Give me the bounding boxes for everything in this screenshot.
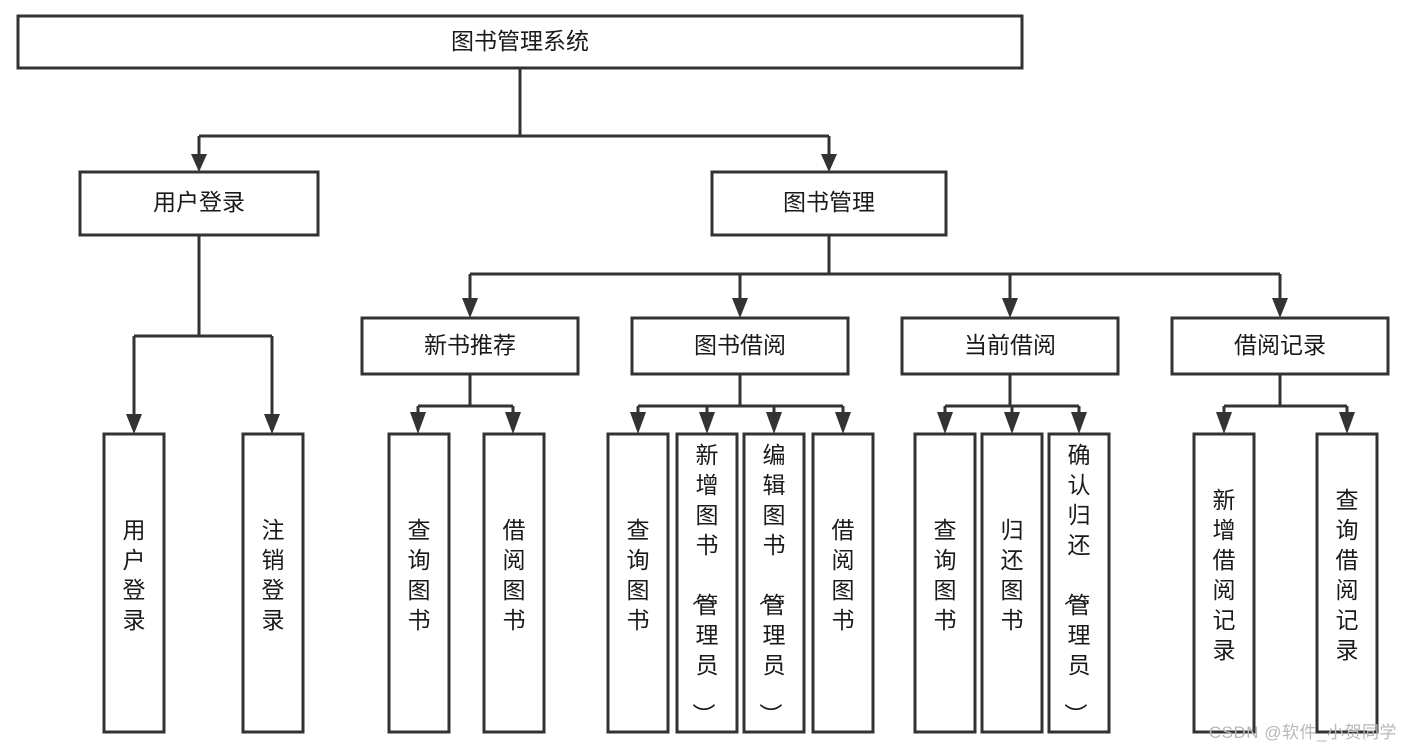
node-book-manage-label: 图书管理 [783, 189, 875, 215]
arrow-current-borrow-leaf-1 [937, 412, 953, 434]
node-leaf-borrow-book-2-box[interactable] [811, 432, 875, 734]
node-leaf-add-book-box[interactable] [675, 432, 739, 734]
node-leaf-query-record-box[interactable] [1315, 432, 1379, 734]
node-leaf-user-login-label: 用户登录 [123, 517, 146, 633]
node-leaf-edit-book-label: 编辑图书（管理员） [758, 442, 786, 726]
node-leaf-user-login-box[interactable] [102, 432, 166, 734]
node-leaf-edit-book[interactable]: 编辑图书（管理员） [742, 432, 806, 734]
arrow-current-borrow-leaf-2 [1004, 412, 1020, 434]
arrow-borrow-record-leaf-2 [1339, 412, 1355, 434]
node-book-manage[interactable]: 图书管理 [710, 170, 948, 237]
arrow-to-new-book-recommend [462, 298, 478, 318]
node-leaf-add-book[interactable]: 新增图书（管理员） [675, 432, 739, 734]
node-current-borrow[interactable]: 当前借阅 [900, 316, 1120, 376]
node-root[interactable]: 图书管理系统 [16, 14, 1024, 70]
node-leaf-logout-login-label: 注销登录 [262, 517, 285, 633]
arrow-root-to-user-login [191, 154, 207, 172]
node-new-book-recommend[interactable]: 新书推荐 [360, 316, 580, 376]
arrow-borrow-record-leaf-1 [1216, 412, 1232, 434]
node-borrow-record-box[interactable] [1170, 316, 1390, 376]
node-leaf-query-record[interactable]: 查询借阅记录 [1315, 432, 1379, 734]
node-root-box[interactable] [16, 14, 1024, 70]
node-leaf-borrow-book-2[interactable]: 借阅图书 [811, 432, 875, 734]
node-leaf-query-book-1-box[interactable] [387, 432, 451, 734]
node-book-borrow[interactable]: 图书借阅 [630, 316, 850, 376]
arrow-new-book-leaf-2 [505, 412, 521, 434]
node-leaf-confirm-return-label: 确认归还（管理员） [1063, 442, 1091, 726]
node-leaf-query-record-label: 查询借阅记录 [1336, 487, 1359, 663]
node-leaf-add-record[interactable]: 新增借阅记录 [1192, 432, 1256, 734]
node-leaf-user-login[interactable]: 用户登录 [102, 432, 166, 734]
edge-layer [126, 68, 1355, 434]
arrow-book-borrow-leaf-1 [630, 412, 646, 434]
node-book-borrow-box[interactable] [630, 316, 850, 376]
arrow-book-borrow-leaf-2 [699, 412, 715, 434]
node-leaf-query-book-1-label: 查询图书 [408, 517, 431, 633]
arrow-root-to-book-manage [821, 154, 837, 172]
node-leaf-return-book-label: 归还图书 [1001, 517, 1024, 633]
node-new-book-recommend-label: 新书推荐 [424, 332, 516, 358]
node-leaf-return-book[interactable]: 归还图书 [980, 432, 1044, 734]
node-book-borrow-label: 图书借阅 [694, 332, 786, 358]
arrow-to-current-borrow [1002, 298, 1018, 318]
node-leaf-edit-book-box[interactable] [742, 432, 806, 734]
arrow-current-borrow-leaf-3 [1071, 412, 1087, 434]
node-leaf-query-book-1[interactable]: 查询图书 [387, 432, 451, 734]
node-leaf-add-record-box[interactable] [1192, 432, 1256, 734]
node-book-manage-box[interactable] [710, 170, 948, 237]
node-leaf-borrow-book-1-box[interactable] [482, 432, 546, 734]
arrow-book-borrow-leaf-3 [766, 412, 782, 434]
node-leaf-return-book-box[interactable] [980, 432, 1044, 734]
node-leaf-confirm-return-box[interactable] [1047, 432, 1111, 734]
node-leaf-query-book-2-box[interactable] [606, 432, 670, 734]
node-leaf-borrow-book-2-label: 借阅图书 [832, 517, 855, 633]
node-leaf-query-book-3[interactable]: 查询图书 [913, 432, 977, 734]
arrow-book-borrow-leaf-4 [835, 412, 851, 434]
node-current-borrow-label: 当前借阅 [964, 332, 1056, 358]
arrow-to-book-borrow [732, 298, 748, 318]
arrow-user-login-leaf-1 [126, 414, 142, 434]
node-leaf-add-record-label: 新增借阅记录 [1213, 487, 1236, 663]
node-leaf-borrow-book-1[interactable]: 借阅图书 [482, 432, 546, 734]
node-borrow-record-label: 借阅记录 [1234, 332, 1326, 358]
node-leaf-query-book-2[interactable]: 查询图书 [606, 432, 670, 734]
arrow-user-login-leaf-2 [264, 414, 280, 434]
node-leaf-confirm-return[interactable]: 确认归还（管理员） [1047, 432, 1111, 734]
arrow-to-borrow-record [1272, 298, 1288, 318]
arrow-new-book-leaf-1 [410, 412, 426, 434]
node-root-label: 图书管理系统 [451, 28, 589, 54]
node-leaf-logout-login-box[interactable] [241, 432, 305, 734]
node-user-login-box[interactable] [78, 170, 320, 237]
node-leaf-logout-login[interactable]: 注销登录 [241, 432, 305, 734]
node-leaf-query-book-2-label: 查询图书 [627, 517, 650, 633]
node-user-login-label: 用户登录 [153, 189, 245, 215]
node-borrow-record[interactable]: 借阅记录 [1170, 316, 1390, 376]
node-user-login[interactable]: 用户登录 [78, 170, 320, 237]
node-new-book-recommend-box[interactable] [360, 316, 580, 376]
node-leaf-query-book-3-box[interactable] [913, 432, 977, 734]
node-leaf-query-book-3-label: 查询图书 [934, 517, 957, 633]
node-leaf-add-book-label: 新增图书（管理员） [691, 442, 719, 726]
node-leaf-borrow-book-1-label: 借阅图书 [503, 517, 526, 633]
node-current-borrow-box[interactable] [900, 316, 1120, 376]
